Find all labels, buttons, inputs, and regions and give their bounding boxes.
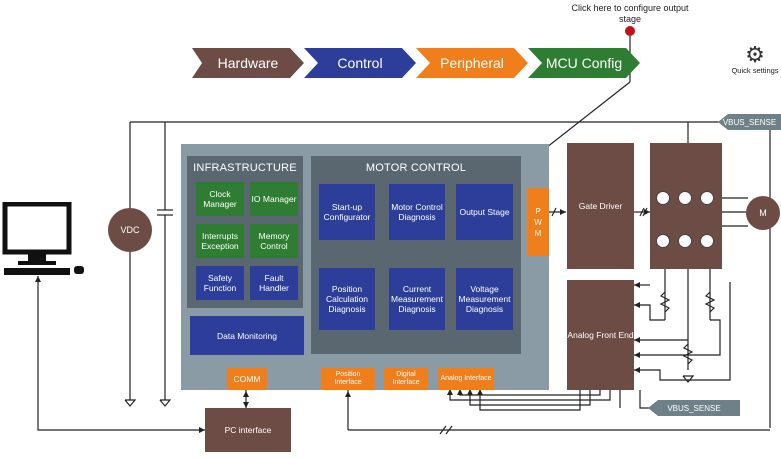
digital-interface-block[interactable]: Digital Interface <box>384 368 428 390</box>
callout-dot <box>625 26 635 36</box>
data-monitoring-block[interactable]: Data Monitoring <box>190 316 304 355</box>
infrastructure-title: INFRASTRUCTURE <box>193 162 297 174</box>
motor-control-title: MOTOR CONTROL <box>365 162 467 174</box>
gear-icon: ⚙ <box>745 42 765 67</box>
nav-hardware-label: Hardware <box>217 55 279 71</box>
mosfet-icon <box>700 234 714 248</box>
mosfet-icon <box>678 191 692 205</box>
vdc-source[interactable]: VDC <box>108 208 152 252</box>
safety-function-block[interactable]: Safety Function <box>196 266 244 300</box>
nav-peripheral-label: Peripheral <box>440 55 504 71</box>
voltage-measurement-block[interactable]: Voltage Measurement Diagnosis <box>456 268 513 330</box>
current-measurement-block[interactable]: Current Measurement Diagnosis <box>389 268 445 330</box>
quick-settings[interactable]: ⚙ Quick settings <box>730 42 780 76</box>
nav-control-label: Control <box>337 55 383 71</box>
fault-handler-block[interactable]: Fault Handler <box>250 266 298 300</box>
vbus-sense-top-label: VBUS_SENSE <box>722 117 777 127</box>
comm-block[interactable]: COMM <box>227 368 267 390</box>
io-manager-block[interactable]: IO Manager <box>250 182 298 216</box>
analog-front-end-block[interactable]: Analog Front End <box>567 280 634 390</box>
vbus-sense-bottom-label: VBUS_SENSE <box>667 403 721 413</box>
nav-mcu-config-label: MCU Config <box>545 55 623 71</box>
quick-settings-label: Quick settings <box>731 66 779 75</box>
pwm-block[interactable]: P W M <box>527 188 549 256</box>
motor-control-diagnosis-block[interactable]: Motor Control Diagnosis <box>389 184 445 240</box>
vdc-label: VDC <box>120 225 140 235</box>
output-stage-block[interactable]: Output Stage <box>456 184 513 240</box>
pc-interface-block[interactable]: PC interface <box>205 408 291 452</box>
nav-control[interactable]: Control <box>304 48 416 78</box>
nav-hardware[interactable]: Hardware <box>192 48 304 78</box>
startup-configurator-block[interactable]: Start-up Configurator <box>319 184 375 240</box>
gate-driver-block[interactable]: Gate Driver <box>567 143 634 269</box>
motor-label: M <box>759 208 767 218</box>
analog-interface-block[interactable]: Analog Interface <box>438 368 494 390</box>
interrupts-exception-block[interactable]: Interrupts Exception <box>196 224 244 258</box>
mosfet-icon <box>700 191 714 205</box>
mosfet-icon <box>656 191 670 205</box>
nav-peripheral[interactable]: Peripheral <box>416 48 528 78</box>
output-stage-callout: Click here to configure output stage <box>571 3 689 24</box>
position-calculation-block[interactable]: Position Calculation Diagnosis <box>319 268 375 330</box>
clock-manager-block[interactable]: Clock Manager <box>196 182 244 216</box>
nav-mcu-config[interactable]: MCU Config <box>528 48 640 78</box>
vbus-sense-top-tag: VBUS_SENSE <box>718 114 781 130</box>
inverter-bridge-block[interactable] <box>650 143 722 269</box>
computer-icon <box>2 202 84 275</box>
memory-control-block[interactable]: Memory Control <box>250 224 298 258</box>
position-interface-block[interactable]: Position Interface <box>321 368 375 390</box>
motor-symbol[interactable]: M <box>746 196 780 230</box>
pwm-label: P W M <box>534 206 542 238</box>
mosfet-icon <box>678 234 692 248</box>
mosfet-icon <box>656 234 670 248</box>
vbus-sense-bottom-tag: VBUS_SENSE <box>648 400 740 416</box>
